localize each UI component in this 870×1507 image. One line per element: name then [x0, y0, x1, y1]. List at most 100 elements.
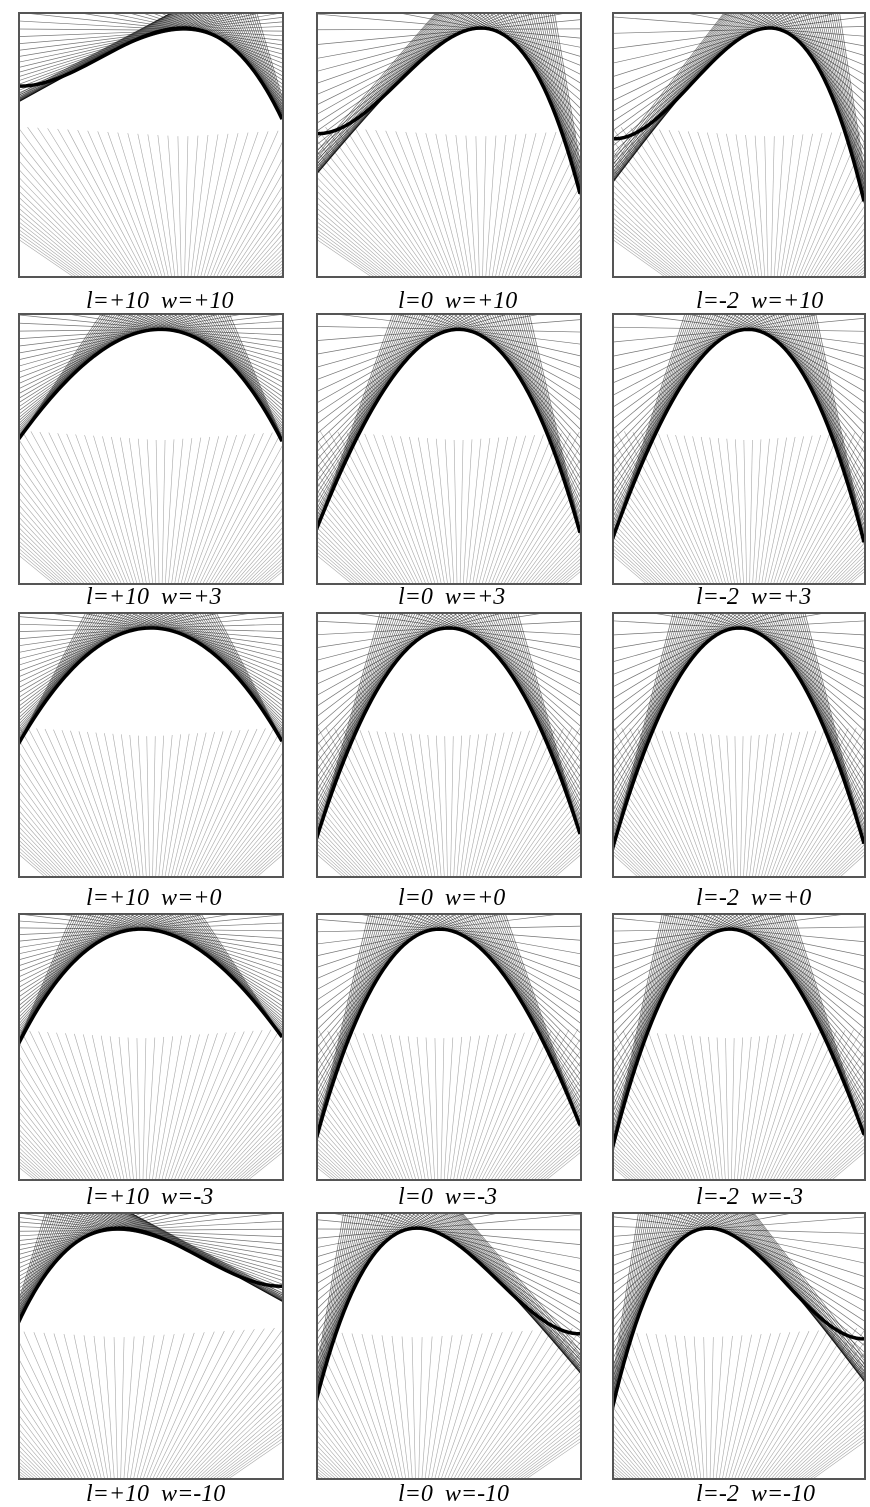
- ray-line: [551, 247, 582, 278]
- ray-line: [468, 1032, 525, 1181]
- tangent-line: [612, 12, 819, 78]
- ray-line: [195, 433, 264, 585]
- ray-line: [700, 436, 733, 585]
- ray-line: [256, 560, 284, 585]
- ray-line: [499, 1069, 582, 1181]
- tangent-line: [410, 612, 582, 674]
- envelope-curve: [316, 1226, 581, 1402]
- tangent-line: [612, 612, 689, 849]
- ray-line: [745, 1329, 829, 1480]
- ray-line: [407, 1036, 429, 1181]
- ray-line: [785, 133, 823, 278]
- tangent-line: [783, 12, 866, 147]
- ray-line: [455, 134, 474, 278]
- ray-line: [839, 251, 866, 278]
- ray-line: [520, 170, 582, 278]
- tangent-line: [456, 12, 582, 76]
- ray-line: [485, 135, 497, 278]
- ray-line: [450, 736, 454, 878]
- ray-line: [187, 135, 199, 278]
- tangent-line: [682, 913, 866, 971]
- tangent-line: [197, 913, 284, 1041]
- ray-line: [845, 566, 866, 585]
- ray-line: [316, 471, 400, 585]
- ray-line: [764, 436, 796, 585]
- ray-line: [117, 132, 163, 278]
- ray-line: [669, 731, 715, 878]
- ray-line: [246, 1150, 284, 1181]
- tangent-line: [485, 12, 582, 119]
- ray-line: [791, 131, 842, 278]
- tangent-line: [208, 612, 284, 746]
- ray-line: [440, 1038, 445, 1181]
- tangent-line: [612, 1212, 705, 1322]
- panel-frame: [316, 612, 582, 878]
- envelope-curve: [612, 927, 866, 1151]
- ray-line: [354, 1032, 411, 1181]
- ray-line: [544, 237, 582, 278]
- tangent-line: [316, 313, 443, 477]
- ray-line: [462, 439, 473, 585]
- ray-line: [216, 788, 284, 878]
- ray-line: [494, 133, 527, 278]
- ray-line: [73, 1334, 106, 1480]
- ray-line: [541, 232, 582, 278]
- ray-line: [316, 1127, 365, 1181]
- ray-line: [219, 1112, 284, 1181]
- line-family: [316, 313, 582, 585]
- ray-line: [18, 1444, 52, 1480]
- ray-line: [505, 1418, 582, 1480]
- ray-line: [612, 220, 682, 278]
- ray-line: [18, 480, 98, 585]
- ray-line: [532, 211, 582, 278]
- tangent-line: [612, 12, 726, 160]
- ray-line: [173, 731, 215, 878]
- tangent-line: [316, 612, 450, 728]
- ray-line: [551, 557, 582, 585]
- ray-line: [18, 211, 98, 278]
- ray-line: [142, 1332, 195, 1480]
- tangent-line: [438, 913, 582, 1035]
- plot-panel: [316, 313, 582, 585]
- ray-line: [734, 1037, 743, 1181]
- ray-line: [204, 1078, 284, 1181]
- ray-line: [735, 134, 760, 278]
- ray-line: [612, 780, 680, 878]
- ray-line: [139, 1333, 185, 1480]
- ray-line: [207, 1418, 284, 1480]
- ray-line: [18, 820, 71, 878]
- ray-line: [316, 1444, 350, 1480]
- ray-line: [218, 155, 284, 278]
- tangent-line: [508, 313, 582, 536]
- ray-line: [128, 438, 151, 585]
- tangent-line: [18, 1212, 164, 1260]
- ray-line: [316, 211, 396, 278]
- ray-line: [754, 135, 766, 278]
- ray-line: [391, 435, 436, 585]
- tangent-line: [18, 1212, 75, 1324]
- ray-line: [511, 1426, 582, 1480]
- tangent-line: [514, 12, 582, 184]
- plot-panel: [612, 12, 866, 278]
- ray-line: [815, 1132, 866, 1181]
- ray-line: [612, 1444, 645, 1480]
- ray-line: [727, 1333, 772, 1480]
- ray-line: [769, 1369, 866, 1480]
- ray-line: [718, 1335, 743, 1480]
- tangent-line: [751, 1212, 866, 1364]
- ray-line: [748, 1034, 786, 1181]
- ray-line: [612, 1122, 662, 1181]
- ray-line: [712, 1336, 724, 1480]
- ray-line: [735, 439, 745, 585]
- ray-line: [743, 439, 747, 585]
- ray-line: [612, 795, 674, 878]
- ray-line: [612, 535, 663, 585]
- ray-line: [342, 728, 412, 878]
- ray-line: [229, 519, 284, 585]
- ray-line: [666, 434, 721, 585]
- ray-line: [346, 432, 421, 585]
- ray-line: [734, 736, 738, 878]
- tangent-line: [316, 12, 446, 171]
- ray-line: [612, 1356, 675, 1480]
- ray-line: [161, 734, 181, 878]
